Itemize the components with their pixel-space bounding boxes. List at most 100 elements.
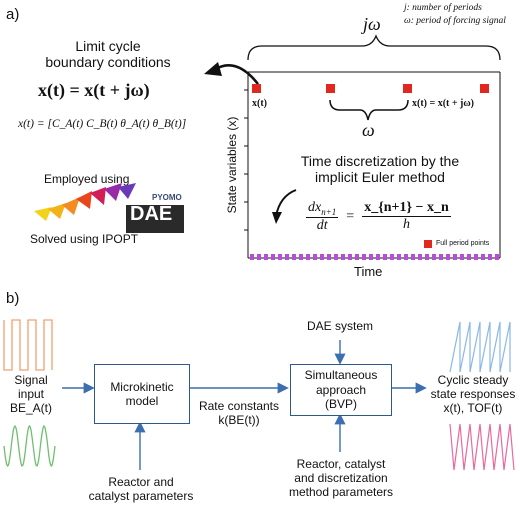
reactor-disc-line2: and discretization xyxy=(294,470,388,485)
legend-box xyxy=(420,236,498,254)
sawtooth-down-response xyxy=(449,423,515,471)
simultaneous-line1: Simultaneous xyxy=(304,368,378,383)
discretization-points xyxy=(250,254,499,260)
discretization-point-10 xyxy=(320,254,324,260)
discretization-point-24 xyxy=(418,254,422,260)
dae-system-label: DAE system xyxy=(306,319,373,333)
cyclic-line1: Cyclic steady xyxy=(437,373,509,387)
reactor-disc-line1: Reactor, catalyst xyxy=(296,457,386,471)
discretization-point-35 xyxy=(495,254,499,260)
bc-arrow-head xyxy=(204,62,222,76)
reactor-discretization-params-label: Reactor, catalyst and discretization met… xyxy=(276,457,406,499)
euler-rhs-denominator: h xyxy=(402,217,410,233)
microkinetic-line1: Microkinetic xyxy=(110,379,174,394)
simultaneous-approach-box: Simultaneous approach (BVP) xyxy=(290,364,392,416)
sawtooth-up-response xyxy=(449,321,511,373)
point-left-label: x(t) xyxy=(252,98,267,109)
simultaneous-line3: (BVP) xyxy=(324,397,357,412)
limit-cycle-title-line2: boundary conditions xyxy=(45,54,171,71)
discretization-point-23 xyxy=(411,254,415,260)
omega-label: ω xyxy=(362,120,375,140)
cyclic-line3: x(t), TOF(t) xyxy=(443,400,503,415)
microkinetic-line2: model xyxy=(125,394,159,408)
pyomo-text: PYOMO xyxy=(152,193,182,202)
y-ticks xyxy=(244,89,248,231)
signal-input-line3: BE_A(t) xyxy=(9,400,52,415)
discretization-point-16 xyxy=(362,254,366,260)
discretization-title: Time discretization by the implicit Eule… xyxy=(270,153,490,185)
periods-legend-line2: ω: period of forcing signal xyxy=(404,15,506,26)
state-variable-plot xyxy=(204,34,501,260)
discretization-point-29 xyxy=(453,254,457,260)
euler-equation: dxn+1 dt = x_{n+1} − x_n h xyxy=(306,200,451,234)
rate-constants-line1: Rate constants xyxy=(198,399,280,413)
period-point-1 xyxy=(252,84,261,93)
boundary-condition-equation: x(t) = x(t + jω) xyxy=(38,80,150,100)
period-point-4 xyxy=(480,84,489,93)
discretization-point-8 xyxy=(306,254,310,260)
euler-rhs-numerator: x_{n+1} − x_n xyxy=(362,200,451,218)
pyomo-dae-logo xyxy=(34,183,184,233)
legend-red-marker xyxy=(424,240,432,248)
discretization-point-22 xyxy=(404,254,408,260)
discretization-point-21 xyxy=(397,254,401,260)
limit-cycle-title-line1: Limit cycle xyxy=(75,38,141,54)
limit-cycle-title: Limit cycle boundary conditions xyxy=(8,38,208,70)
sine-wave-signal xyxy=(3,424,56,467)
reactor-catalyst-line1: Reactor and xyxy=(108,475,174,489)
panel-a-label: a) xyxy=(6,6,20,23)
dae-text: DAE xyxy=(130,203,173,225)
discretization-point-4 xyxy=(278,254,282,260)
discretization-point-3 xyxy=(271,254,275,260)
discretization-point-9 xyxy=(313,254,317,260)
reactor-catalyst-params-label: Reactor and catalyst parameters xyxy=(74,475,208,504)
reactor-disc-line3: method parameters xyxy=(288,484,394,499)
cyclic-steady-state-label: Cyclic steady state responses x(t), TOF(… xyxy=(426,373,520,415)
discretization-point-28 xyxy=(446,254,450,260)
discretization-point-31 xyxy=(467,254,471,260)
discretization-point-18 xyxy=(376,254,380,260)
discretization-point-12 xyxy=(334,254,338,260)
discretization-point-13 xyxy=(341,254,345,260)
omega-brace xyxy=(329,99,409,121)
discretization-point-17 xyxy=(369,254,373,260)
discretization-point-15 xyxy=(355,254,359,260)
discretization-point-26 xyxy=(432,254,436,260)
point-right-label: x(t) = x(t + jω) xyxy=(412,98,475,109)
signal-input-line2: input xyxy=(17,386,45,401)
discretization-point-20 xyxy=(390,254,394,260)
state-vector-equation: x(t) = [C_A(t) C_B(t) θ_A(t) θ_B(t)] xyxy=(18,118,187,130)
discretization-point-11 xyxy=(327,254,331,260)
discretization-point-14 xyxy=(348,254,352,260)
rate-constants-label: Rate constants k(BE(t)) xyxy=(196,399,282,428)
discretization-point-7 xyxy=(299,254,303,260)
legend-text: Full period points xyxy=(436,240,490,247)
euler-lhs-num-text: dx xyxy=(308,200,322,215)
employed-using-label: Employed using xyxy=(44,172,130,186)
euler-lhs-fraction: dxn+1 dt xyxy=(306,200,339,234)
discretization-point-0 xyxy=(250,254,254,260)
euler-arrow-head xyxy=(272,212,282,224)
signal-input-label: Signal input BE_A(t) xyxy=(6,373,56,415)
discretization-point-6 xyxy=(292,254,296,260)
discretization-point-19 xyxy=(383,254,387,260)
discretization-point-5 xyxy=(285,254,289,260)
discretization-title-line1: Time discretization by the xyxy=(300,153,460,169)
euler-equals: = xyxy=(346,208,355,224)
euler-lhs-numerator: dxn+1 xyxy=(306,200,339,218)
discretization-point-27 xyxy=(439,254,443,260)
period-point-3 xyxy=(403,84,412,93)
logo-birds xyxy=(34,183,136,221)
signal-input-line1: Signal xyxy=(14,373,48,387)
discretization-point-34 xyxy=(488,254,492,260)
periods-legend-line1: j: number of periods xyxy=(404,3,482,13)
euler-rhs-fraction: x_{n+1} − x_n h xyxy=(362,200,451,233)
plot-xlabel: Time xyxy=(354,264,383,279)
euler-lhs-sub: n+1 xyxy=(321,206,337,217)
discretization-point-33 xyxy=(481,254,485,260)
discretization-title-line2: implicit Euler method xyxy=(315,169,445,186)
discretization-point-1 xyxy=(257,254,261,260)
panel-b-label: b) xyxy=(6,290,20,307)
euler-lhs-denominator: dt xyxy=(316,217,328,233)
discretization-point-25 xyxy=(425,254,429,260)
